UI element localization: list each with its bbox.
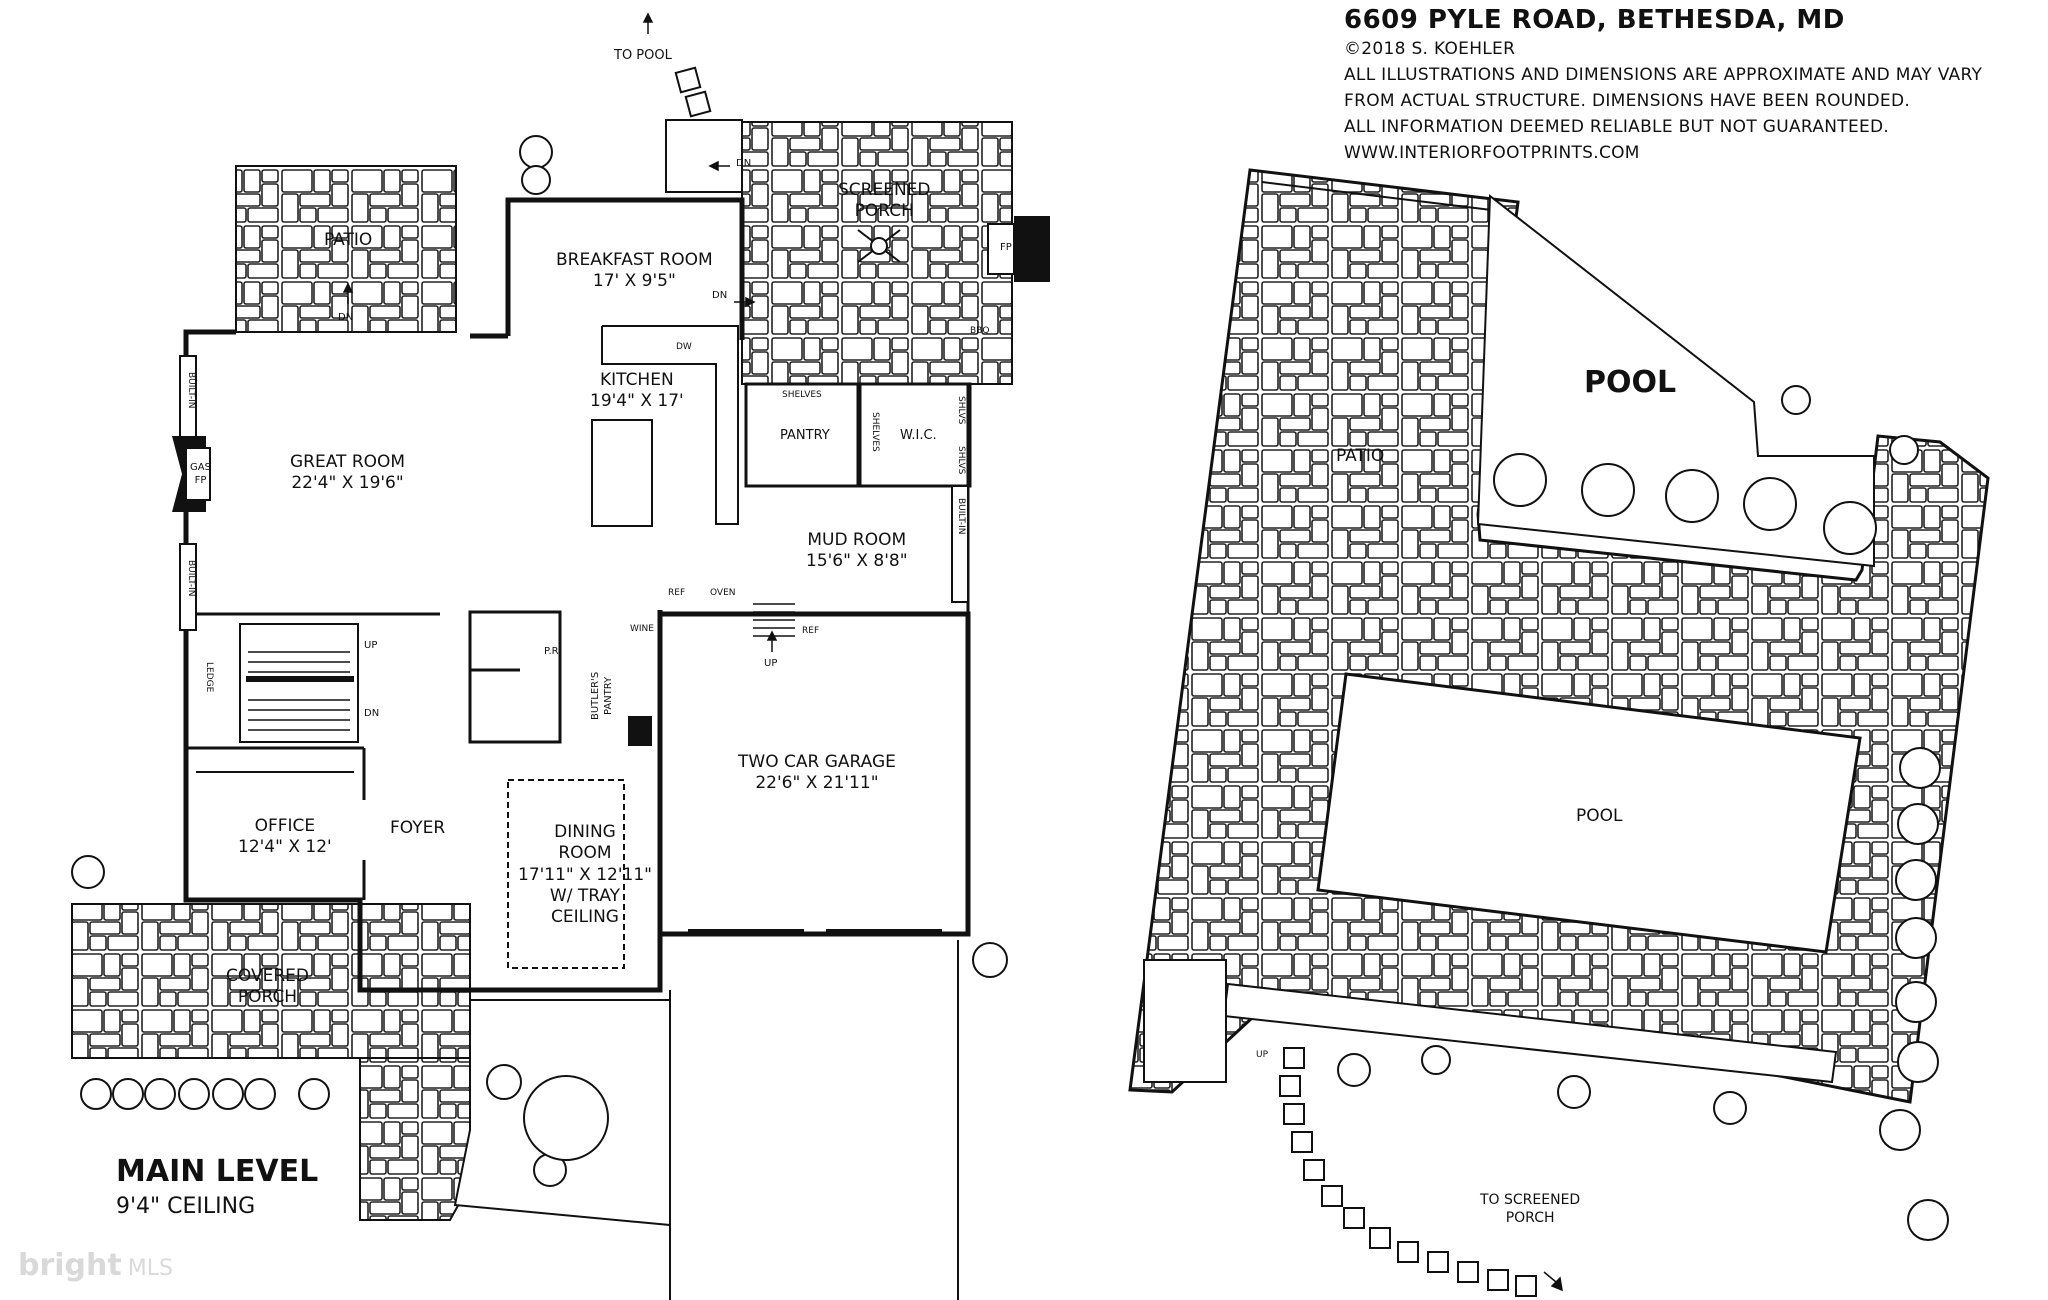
level-title: MAIN LEVEL [116, 1154, 319, 1189]
label-dn: DN [338, 312, 354, 323]
ceiling-fan [857, 229, 901, 263]
garage-wall [657, 611, 971, 937]
disclaimer-line: ALL ILLUSTRATIONS AND DIMENSIONS ARE APP… [1344, 65, 1983, 85]
site-arrow [1543, 1271, 1563, 1292]
label-built-in: BUILT-IN [186, 372, 196, 409]
stepping-stones [1279, 1047, 1537, 1297]
site-title-pool: POOL [1584, 365, 1677, 400]
room-label-pantry: PANTRY [780, 428, 830, 443]
site-trees [1337, 385, 1949, 1241]
disclaimer-line: ALL INFORMATION DEEMED RELIABLE BUT NOT … [1344, 117, 1890, 137]
label-ledge: LEDGE [204, 662, 214, 693]
wic-wall [858, 382, 972, 488]
screened-porch-step [665, 119, 743, 193]
room-label-foyer: FOYER [390, 818, 446, 838]
disclaimer-line: FROM ACTUAL STRUCTURE. DIMENSIONS HAVE B… [1344, 91, 1911, 111]
site-stair [1143, 959, 1227, 1083]
porch-fireplace-hearth [987, 223, 1015, 275]
gas-fireplace-hearth [185, 447, 211, 501]
property-address: 6609 PYLE ROAD, BETHESDA, MD [1344, 5, 1845, 35]
title-block: 6609 PYLE ROAD, BETHESDA, MD ©2018 S. KO… [1344, 4, 1982, 166]
stair-treads [248, 603, 795, 731]
website-line: WWW.INTERIORFOOTPRINTS.COM [1344, 143, 1640, 163]
room-label-wic: W.I.C. [900, 428, 937, 443]
label-built-in: BUILT-IN [956, 498, 966, 535]
label-wine: WINE [630, 624, 654, 634]
tray-ceiling-outline [507, 779, 625, 969]
label-dn: DN [736, 158, 752, 169]
room-label-powder: P.R. [544, 646, 562, 657]
kitchen-counter [601, 325, 739, 525]
label-shelves: SHELVES [782, 390, 822, 400]
stair-handrail [246, 676, 354, 682]
direction-arrows [342, 12, 778, 652]
exterior-wall [183, 329, 663, 993]
pool-path-stone [674, 66, 702, 94]
front-walk-paving [359, 1057, 471, 1221]
pool-path-stone [684, 90, 712, 118]
label-shlvs: SHLVS [956, 396, 966, 425]
label-ref: REF [802, 626, 820, 636]
kitchen-island [591, 419, 653, 527]
site-plan [1128, 168, 1990, 1297]
site-label-patio: PATIO [1336, 446, 1385, 466]
site-label-up: UP [1256, 1050, 1269, 1060]
covered-porch-paving [71, 903, 471, 1059]
room-label-patio: PATIO [324, 230, 373, 250]
porch-fireplace [1014, 216, 1050, 282]
label-oven: OVEN [710, 588, 736, 598]
stair-block [239, 623, 359, 743]
level-ceiling: 9'4" CEILING [116, 1194, 256, 1219]
main-level-plan [71, 12, 1050, 1300]
exterior-wall [505, 197, 745, 340]
butlers-pantry-pillar [628, 716, 652, 746]
built-in-cabinet [179, 543, 197, 631]
pantry-wall [744, 382, 860, 488]
patio-paving [235, 165, 457, 333]
lawn-area [1476, 194, 1875, 568]
shrubs [71, 135, 1008, 1187]
label-dn: DN [712, 290, 728, 301]
powder-room-wall [468, 610, 562, 744]
label-dn: DN [364, 708, 380, 719]
label-up: UP [364, 640, 378, 651]
label-bbq: BBQ [970, 326, 990, 336]
label-to-pool: TO POOL [614, 48, 672, 63]
site-label-pool: POOL [1576, 806, 1623, 826]
pool [1316, 672, 1862, 954]
built-in-cabinet [951, 485, 969, 603]
label-dw: DW [676, 342, 692, 352]
label-up: UP [764, 658, 778, 669]
label-fp: FP [1000, 242, 1012, 253]
label-ref: REF [668, 588, 686, 598]
copyright-line: ©2018 S. KOEHLER [1344, 39, 1516, 59]
label-shlvs: SHLVS [956, 446, 966, 475]
label-shelves: SHELVES [870, 412, 880, 452]
label-built-in: BUILT-IN [186, 560, 196, 597]
